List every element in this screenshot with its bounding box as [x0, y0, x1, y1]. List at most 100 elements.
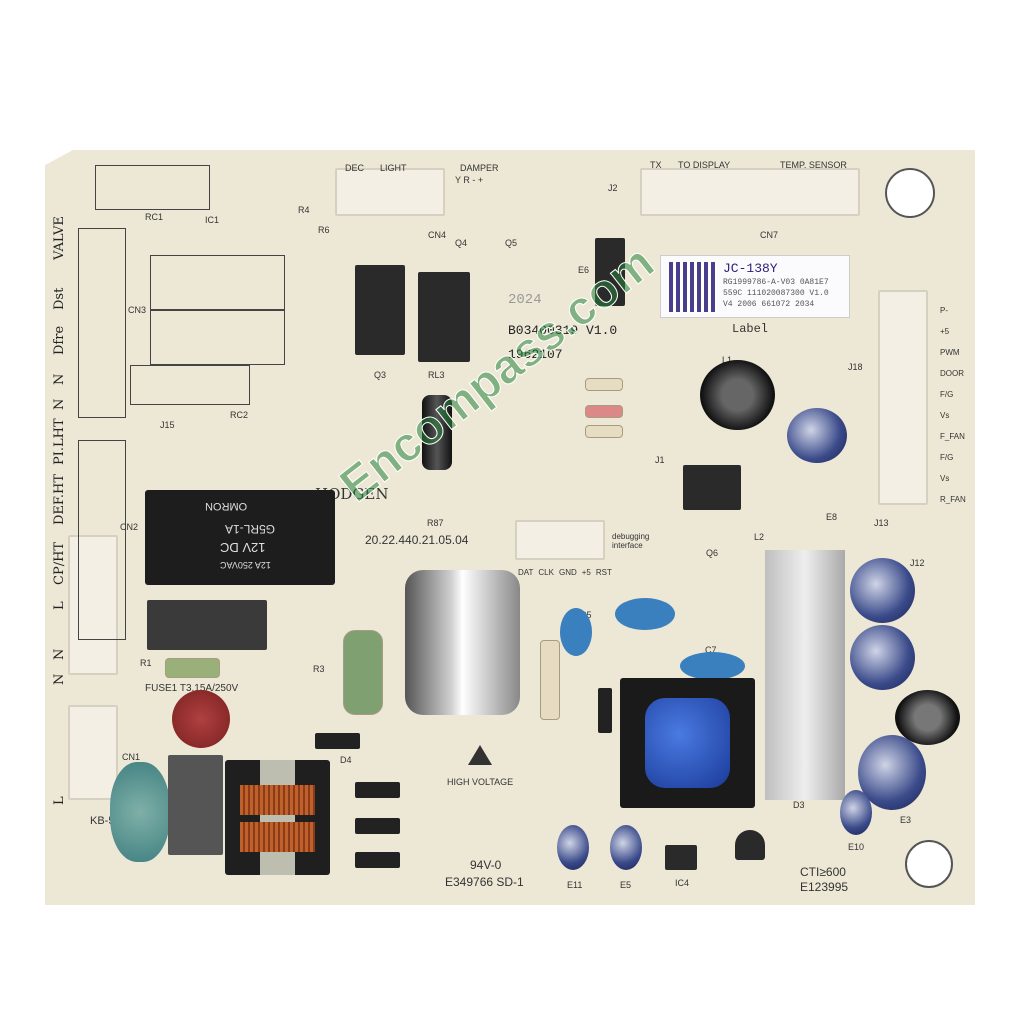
ref-q6: Q6	[706, 548, 719, 558]
cert-text: E123995	[800, 880, 849, 894]
ref-cn2: CN2	[120, 522, 139, 532]
ref-r6: R6	[318, 225, 330, 235]
diode-d14	[355, 818, 400, 834]
ref-cn7: CN7	[760, 230, 779, 240]
label-display: TO DISPLAY	[678, 160, 731, 170]
rl3-outline	[150, 310, 285, 365]
ref-l2: L2	[754, 532, 765, 542]
resistor-r5	[540, 640, 560, 720]
transistor-to92	[735, 830, 765, 860]
capacitor-c5b	[615, 598, 675, 630]
capacitor-e10	[840, 790, 872, 835]
label-title: JC-138Y	[723, 261, 778, 276]
transistor-q2	[355, 265, 405, 355]
capacitor-e11	[557, 825, 589, 870]
resistor-r37	[585, 425, 623, 438]
capacitor-e6	[595, 238, 625, 306]
ref-j2: J2	[608, 183, 618, 193]
diode-d4	[315, 733, 360, 749]
mounting-hole-bottom-right	[905, 840, 953, 888]
heatsink	[765, 550, 845, 800]
ref-e6: E6	[578, 265, 590, 275]
ref-j13: J13	[874, 518, 889, 528]
ref-e3: E3	[900, 815, 912, 825]
choke-cn1	[110, 762, 170, 862]
label-caption: Label	[732, 322, 769, 336]
board-code: 1962107	[508, 347, 563, 362]
inductor-l3	[895, 690, 960, 745]
cn2-outline	[78, 440, 126, 640]
capacitor-e4	[850, 558, 915, 623]
capacitor-e1	[422, 395, 452, 470]
label-damper-pins: Y R - +	[455, 175, 484, 185]
ref-q5: Q5	[505, 238, 518, 248]
connector-cn2	[68, 535, 118, 675]
connector-cn1	[68, 705, 118, 800]
mounting-hole-top-right	[885, 168, 935, 218]
ref-cn3: CN3	[128, 305, 147, 315]
common-mode-choke	[225, 760, 330, 875]
debug-label: debugging interface	[612, 532, 650, 550]
label-damper: DAMPER	[460, 163, 499, 173]
ref-j12: J12	[910, 558, 925, 568]
transformer	[620, 678, 755, 808]
connector-j18	[878, 290, 928, 505]
capacitor-e3	[858, 735, 926, 810]
year-text: 2024	[508, 292, 542, 308]
connector-cn7	[640, 168, 860, 216]
resistor-r39	[585, 378, 623, 391]
ref-c7: C7	[705, 645, 717, 655]
transistor-q3	[418, 272, 470, 362]
label-line3: V4 2006 661072 2034	[723, 300, 815, 309]
regulator-q6	[683, 465, 741, 510]
j15-outline	[130, 365, 250, 405]
batch-text: 20.22.440.21.05.04	[365, 533, 469, 547]
fuse-label: FUSE1 T3.15A/250V	[145, 683, 239, 694]
diode-d1	[598, 688, 612, 733]
capacitor-e8	[787, 408, 847, 463]
diode-d5	[355, 852, 400, 868]
ref-e8: E8	[826, 512, 838, 522]
relay-rl1: OMRON G5RL-1A 12V DC 12A 250VAC	[145, 490, 335, 585]
ref-e5: E5	[620, 880, 632, 890]
part-number: B03400319 V1.0	[508, 323, 618, 338]
ref-q2: Q3	[374, 370, 387, 380]
debug-connector	[515, 520, 605, 560]
label-line2: 559C 111020087300 V1.0	[723, 289, 829, 298]
high-voltage-icon	[468, 745, 492, 765]
ref-j15: J15	[160, 420, 175, 430]
resistor-r38	[585, 405, 623, 418]
cn3-outline	[78, 228, 126, 418]
y-capacitor	[343, 630, 383, 715]
label-light: LIGHT	[380, 163, 407, 173]
ref-e11: E11	[567, 880, 583, 890]
diode-d10	[355, 782, 400, 798]
ref-j1: J1	[655, 455, 665, 465]
label-line1: RG1999786-A-V03 0A81E7	[723, 278, 829, 287]
ul-file-text: E349766 SD-1	[445, 875, 524, 889]
ref-r4: R4	[298, 205, 310, 215]
label-tx: TX	[650, 160, 662, 170]
ref-q3: RL3	[428, 370, 445, 380]
ref-r87: R87	[427, 518, 444, 528]
capacitor-e2	[850, 625, 915, 690]
varistor	[172, 690, 230, 748]
ref-r1: R1	[140, 658, 152, 668]
label-dec: DEC	[345, 163, 365, 173]
ref-e10: E10	[848, 842, 865, 852]
fuse-resistor	[165, 658, 220, 678]
ref-rc1: RC1	[145, 212, 164, 222]
connector-dec-light	[335, 168, 445, 216]
ref-d3: D3	[793, 800, 805, 810]
label-temp: TEMP. SENSOR	[780, 160, 847, 170]
ref-cn4: CN4	[428, 230, 447, 240]
relay-rl-small	[147, 600, 267, 650]
datamatrix-icon	[669, 262, 717, 312]
rc1-outline	[95, 165, 210, 210]
ref-l1: L1	[722, 355, 733, 365]
ref-r3: R3	[313, 664, 325, 674]
cti-text: CTI≥600	[800, 865, 846, 879]
ref-d4: D4	[340, 755, 352, 765]
